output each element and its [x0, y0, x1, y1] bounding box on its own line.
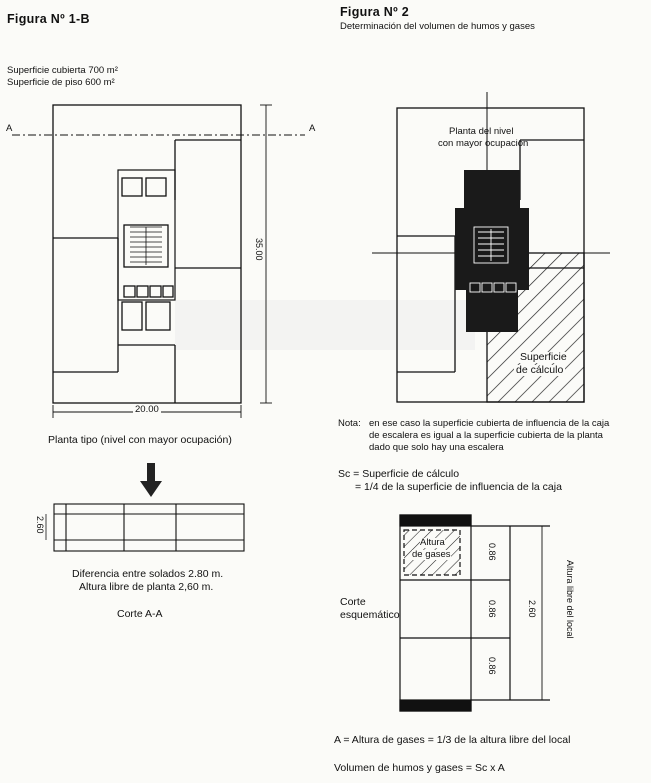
plan-caption: Planta tipo (nivel con mayor ocupación)	[48, 434, 232, 446]
core-fig2	[455, 170, 529, 332]
dim-086-bottom: 0.86	[487, 657, 497, 675]
section-label-2: esquemático	[340, 609, 400, 621]
calc-surface-label-1: Superficie	[518, 351, 569, 363]
formula-a: A = Altura de gases = 1/3 de la altura l…	[334, 734, 571, 746]
section-caption: Corte A-A	[117, 608, 163, 620]
section-mark-left: A	[6, 123, 13, 134]
dim-width-label: 20.00	[133, 404, 161, 415]
floor-diff-note: Diferencia entre solados 2.80 m.	[72, 568, 224, 580]
note-line-3: dado que solo hay una escalera	[369, 442, 504, 453]
dim-260: 2.60	[527, 600, 537, 618]
gas-height-label-2: de gases	[412, 549, 451, 560]
gas-height-label-1: Altura	[420, 537, 445, 548]
section-label-1: Corte	[340, 596, 366, 608]
figure1-title: Figura Nº 1-B	[7, 12, 90, 26]
arrow-down-icon	[140, 463, 162, 497]
figure2-title: Figura Nº 2	[340, 5, 409, 19]
section-fig1	[45, 503, 245, 552]
surface-covered-label: Superficie cubierta 700 m²	[7, 65, 118, 76]
dim-086-top: 0.86	[487, 543, 497, 561]
calc-surface-label-2: de cálculo	[514, 364, 566, 376]
free-height-vertical-label: Altura libre del local	[565, 560, 575, 639]
plan-fig1	[12, 104, 305, 418]
level-label-2: con mayor ocupación	[438, 138, 529, 149]
dim-section-label: 2.60	[35, 516, 45, 534]
dim-height-label: 35.00	[254, 238, 264, 261]
formula-volume: Volumen de humos y gases = Sc x A	[334, 762, 505, 774]
free-height-note: Altura libre de planta 2,60 m.	[79, 581, 214, 593]
note-line-2: de escalera es igual a la superficie cub…	[369, 430, 603, 441]
note-line-1: en ese caso la superficie cubierta de in…	[369, 418, 610, 429]
section-mark-right: A	[309, 123, 316, 134]
surface-floor-label: Superficie de piso 600 m²	[7, 77, 115, 88]
figure2-subtitle: Determinación del volumen de humos y gas…	[340, 21, 535, 32]
note-prefix: Nota:	[338, 418, 361, 429]
sc-line-2: = 1/4 de la superficie de influencia de …	[355, 481, 562, 493]
dim-086-mid: 0.86	[487, 600, 497, 618]
level-label-1: Planta del nivel	[449, 126, 514, 137]
sc-line-1: Sc = Superficie de cálculo	[338, 468, 460, 480]
